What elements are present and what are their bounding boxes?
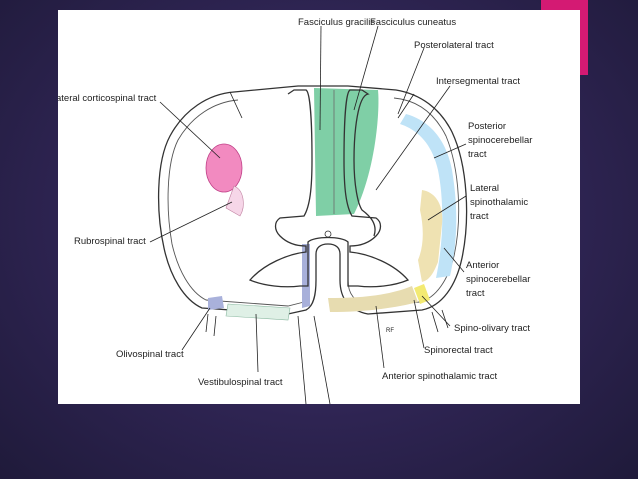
label-fasciculus-cuneatus: Fasciculus cuneatus <box>370 17 456 28</box>
label-anterior-spinothalamic-tract: Anterior spinothalamic tract <box>382 371 497 382</box>
leader-posterolateral <box>397 47 425 115</box>
posterior-spinocerebellar-region <box>400 114 457 278</box>
fasciculus-region <box>314 88 379 216</box>
anterior-spinothalamic-region <box>328 286 418 312</box>
leader-anterior-spinocerebellar <box>443 247 465 273</box>
ventral-rootlet-1 <box>205 313 209 333</box>
label-spinorectal-tract: Spinorectal tract <box>424 345 493 356</box>
label-posterior-spinocerebellar-3: tract <box>468 149 487 160</box>
lateral-corticospinal-region <box>205 143 243 193</box>
lateral-spinothalamic-region <box>418 190 443 282</box>
ventral-rootlet-4 <box>441 309 449 329</box>
leader-intersegmental <box>375 85 451 191</box>
anterior-corticospinal-left <box>302 244 310 308</box>
label-posterior-spinocerebellar-2: spinocerebellar <box>468 135 532 146</box>
leader-anterior-spinothalamic <box>375 305 385 369</box>
leader-lateral-corticospinal <box>159 101 221 159</box>
label-olivospinal-tract: Olivospinal tract <box>116 349 184 360</box>
label-vestibulospinal-tract: Vestibulospinal tract <box>198 377 283 388</box>
label-posterior-spinocerebellar-1: Posterior <box>468 121 506 132</box>
ventral-rootlet-2 <box>213 315 217 337</box>
leader-bottom-2 <box>313 315 331 404</box>
label-fasciculus-gracilis: Fasciculus gracilis <box>298 17 375 28</box>
label-lateral-corticospinal-tract: ateral corticospinal tract <box>58 93 157 104</box>
leader-posterior-spinocerebellar <box>433 143 467 159</box>
dorsal-rootlet-right <box>397 93 415 119</box>
leader-cuneatus <box>353 25 379 111</box>
spinal-cord-outline <box>157 85 468 315</box>
vestibulospinal-region <box>225 303 291 321</box>
dorsal-rootlet-left <box>229 91 243 119</box>
spino-olivary-region <box>414 284 430 304</box>
olivospinal-region <box>208 296 224 310</box>
leader-gracilis <box>319 25 322 131</box>
label-posterior-spinocerebellar: Posterior spinocerebellar tract <box>468 121 535 160</box>
label-rf: RF <box>386 328 394 334</box>
leader-spinorectal <box>413 299 425 349</box>
spinal-cord-diagram: Fasciculus gracilis Fasciculus cuneatus … <box>58 17 535 404</box>
label-anterior-spinocerebellar-1: Anterior <box>466 260 499 271</box>
leader-bottom-1 <box>297 315 307 404</box>
label-rubrospinal-tract: Rubrospinal tract <box>74 236 146 247</box>
label-anterior-spinocerebellar-3: tract <box>466 288 485 299</box>
label-spino-olivary-tract: Spino-olivary tract <box>454 323 530 334</box>
leader-spino-olivary <box>421 295 451 327</box>
leader-vestibulospinal <box>255 313 259 373</box>
label-lateral-spinothalamic-2: spinothalamic <box>470 197 528 208</box>
leader-olivospinal <box>181 307 211 351</box>
label-posterolateral-tract: Posterolateral tract <box>414 40 494 51</box>
ventral-rootlet-3 <box>431 311 439 333</box>
rubrospinal-region <box>225 185 244 217</box>
label-lateral-spinothalamic-3: tract <box>470 211 489 222</box>
leader-rubrospinal <box>149 201 233 243</box>
label-intersegmental-tract: Intersegmental tract <box>436 76 520 87</box>
label-lateral-spinothalamic-1: Lateral <box>470 183 499 194</box>
grey-matter <box>248 89 410 288</box>
label-anterior-spinocerebellar: Anterior spinocerebellar tract <box>466 260 533 299</box>
label-lateral-spinothalamic: Lateral spinothalamic tract <box>470 183 531 222</box>
label-anterior-spinocerebellar-2: spinocerebellar <box>466 274 530 285</box>
central-canal <box>324 230 332 238</box>
leader-lateral-spinothalamic <box>427 195 467 221</box>
spinal-cord-figure: Fasciculus gracilis Fasciculus cuneatus … <box>58 10 580 404</box>
